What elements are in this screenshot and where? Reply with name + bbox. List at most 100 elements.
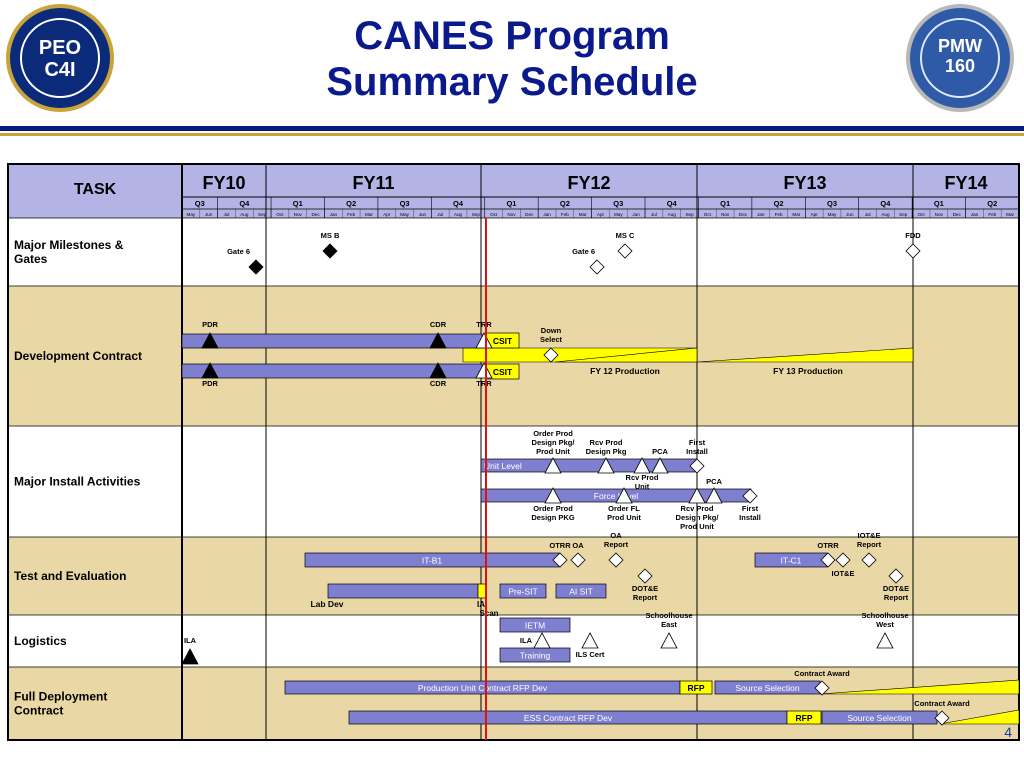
month-label: May	[828, 212, 837, 217]
page-title-line-1: CANES Program	[354, 14, 670, 58]
month-label: Dec	[525, 212, 534, 217]
quarter-label: Q2	[987, 199, 997, 208]
month-label: Nov	[935, 212, 944, 217]
month-label: Jul	[865, 212, 871, 217]
milestone-triangle-icon	[533, 632, 551, 649]
month-label: Nov	[294, 212, 303, 217]
milestone-label: Order Prod	[533, 429, 573, 438]
milestone-label: Gate 6	[572, 247, 595, 256]
free-label: Lab Dev	[310, 599, 343, 609]
milestone-triangle-icon	[475, 362, 493, 379]
milestone-triangle-icon	[705, 487, 723, 504]
month-label: Oct	[276, 212, 284, 217]
row-band	[8, 426, 1019, 537]
milestone-triangle-icon	[201, 332, 219, 349]
quarter-label: Q1	[506, 199, 516, 208]
production-ramp-fy12	[554, 347, 698, 363]
quarter-label: Q4	[880, 199, 891, 208]
bar-label: Training	[520, 651, 551, 661]
milestone-label: IOT&E	[858, 531, 881, 540]
free-label: Scan	[479, 609, 498, 618]
production-ramp-fy13	[696, 347, 914, 363]
milestone-label: Rcv Prod	[590, 438, 623, 447]
month-label: Sep	[258, 212, 267, 217]
milestone-triangle-icon	[688, 487, 706, 504]
milestone-label: TRR	[476, 379, 492, 388]
quarter-label: Q1	[720, 199, 730, 208]
fy-label: FY14	[944, 173, 987, 193]
header-rule-gold	[0, 133, 1024, 136]
milestone-triangle-icon	[429, 362, 447, 379]
month-label: Sep	[472, 212, 481, 217]
milestone-label: Design PKG	[531, 513, 575, 522]
milestone-triangle-icon	[660, 632, 678, 649]
milestone-diamond-icon	[608, 552, 624, 568]
milestone-label: Prod Unit	[680, 522, 714, 531]
month-label: Feb	[347, 212, 355, 217]
milestone-triangle-icon	[615, 487, 633, 504]
quarter-label: Q4	[453, 199, 464, 208]
month-label: Sep	[899, 212, 908, 217]
bar-label: Source Selection	[847, 713, 912, 723]
contract-ramp-2	[939, 709, 1020, 725]
quarter-label: Q3	[827, 199, 837, 208]
milestone-diamond-icon	[248, 259, 264, 275]
milestone-label: Report	[884, 593, 909, 602]
month-label: Aug	[881, 212, 890, 217]
page-number: 4	[1004, 724, 1012, 740]
milestone-triangle-icon	[181, 648, 199, 665]
milestone-label: Schoolhouse	[645, 611, 692, 620]
milestone-label: FDD	[905, 231, 921, 240]
milestone-label: Contract Award	[794, 669, 850, 678]
milestone-label: CDR	[430, 379, 447, 388]
bar-label: RFP	[688, 683, 705, 693]
month-label: Aug	[240, 212, 249, 217]
milestone-label: OTRR	[817, 541, 839, 550]
bar-label: Production Unit Contract RFP Dev	[418, 683, 548, 693]
milestone-label: Schoolhouse	[861, 611, 908, 620]
month-label: May	[400, 212, 409, 217]
schedule-bar	[477, 583, 487, 599]
month-label: Feb	[988, 212, 996, 217]
milestone-label: PDR	[202, 320, 218, 329]
month-label: May	[187, 212, 196, 217]
month-label: Feb	[775, 212, 783, 217]
month-label: Nov	[721, 212, 730, 217]
month-label: Jun	[205, 212, 213, 217]
milestone-triangle-icon	[201, 362, 219, 379]
bar-label: RFP	[796, 713, 813, 723]
free-label: FY 13 Production	[773, 366, 843, 376]
quarter-label: Q2	[560, 199, 570, 208]
month-label: Dec	[311, 212, 320, 217]
row-band	[8, 537, 1019, 615]
month-label: Aug	[454, 212, 463, 217]
month-label: Jan	[757, 212, 765, 217]
schedule-bar	[499, 617, 571, 633]
month-label: Jul	[224, 212, 230, 217]
milestone-diamond-icon	[570, 552, 586, 568]
bar-label: ESS Contract RFP Dev	[524, 713, 613, 723]
task-header: TASK	[74, 181, 117, 198]
seal-line-peo: PEO	[38, 37, 82, 59]
pmw-160-seal-icon: PMW 160	[906, 4, 1014, 112]
bar-label: CSIT	[493, 367, 513, 377]
month-label: Mar	[792, 212, 800, 217]
milestone-label: OTRR	[549, 541, 571, 550]
row-label: Gates	[14, 252, 48, 266]
month-label: Nov	[507, 212, 516, 217]
milestone-label: Report	[857, 540, 882, 549]
row-label: Major Install Activities	[14, 475, 141, 489]
milestone-label: OA	[610, 531, 622, 540]
milestone-label: Contract Award	[914, 699, 970, 708]
milestone-diamond-icon	[637, 568, 653, 584]
quarter-label: Q3	[195, 199, 205, 208]
month-label: Dec	[739, 212, 748, 217]
milestone-label: Report	[633, 593, 658, 602]
milestone-triangle-icon	[581, 632, 599, 649]
bar-label: IT-C1	[781, 556, 802, 566]
month-label: Apr	[383, 212, 391, 217]
bar-label: CSIT	[493, 336, 513, 346]
milestone-diamond-icon	[742, 488, 758, 504]
page-title-line-2: Summary Schedule	[326, 60, 698, 104]
